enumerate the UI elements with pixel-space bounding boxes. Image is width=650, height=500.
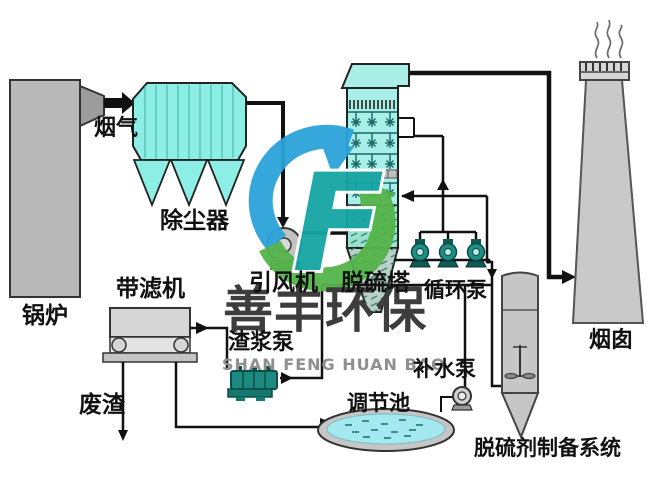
waste-pipe bbox=[118, 362, 128, 441]
boiler-shape bbox=[9, 79, 105, 298]
prep-system-shape bbox=[500, 271, 540, 440]
label-waste: 废渣 bbox=[79, 392, 125, 418]
watermark-logo-letter: F bbox=[292, 145, 384, 302]
label-tower: 脱硫塔 bbox=[341, 270, 410, 296]
regulating-pond-shape bbox=[317, 408, 455, 452]
label-pond: 调节池 bbox=[347, 391, 410, 415]
smoke-icon bbox=[594, 19, 624, 59]
chimney-shape bbox=[571, 61, 645, 324]
label-id-fan: 引风机 bbox=[249, 270, 318, 296]
label-dust-collector: 除尘器 bbox=[160, 208, 229, 234]
label-makeup-pump: 补水泵 bbox=[413, 357, 476, 381]
label-prep-system: 脱硫剂制备系统 bbox=[474, 436, 621, 460]
slurry-pump-shape bbox=[227, 366, 278, 401]
flue-gas-arrow bbox=[104, 92, 135, 114]
watermark-en-text: SHAN FENG HUAN BAO bbox=[222, 355, 446, 374]
belt-filter-shape bbox=[102, 307, 198, 363]
spray-circulation-piping bbox=[398, 117, 478, 241]
label-chimney: 烟囱 bbox=[589, 328, 634, 353]
watermark-cn-text: 善丰环保 bbox=[223, 281, 427, 339]
watermark-logo: F bbox=[248, 124, 396, 305]
label-belt-filter: 带滤机 bbox=[116, 276, 185, 302]
tower-to-chimney-pipe bbox=[409, 70, 576, 284]
esp-to-fan-pipe bbox=[246, 101, 289, 228]
circulation-pumps bbox=[409, 239, 487, 268]
label-flue-gas: 烟气 bbox=[94, 116, 139, 141]
label-circulation-pump: 循环泵 bbox=[424, 278, 487, 302]
makeup-pump-shape bbox=[440, 285, 473, 412]
dust-collector-shape bbox=[132, 82, 247, 208]
label-boiler: 锅炉 bbox=[22, 303, 68, 329]
filter-outlet-pipe bbox=[190, 322, 229, 370]
label-slurry-pump: 渣浆泵 bbox=[228, 330, 295, 355]
